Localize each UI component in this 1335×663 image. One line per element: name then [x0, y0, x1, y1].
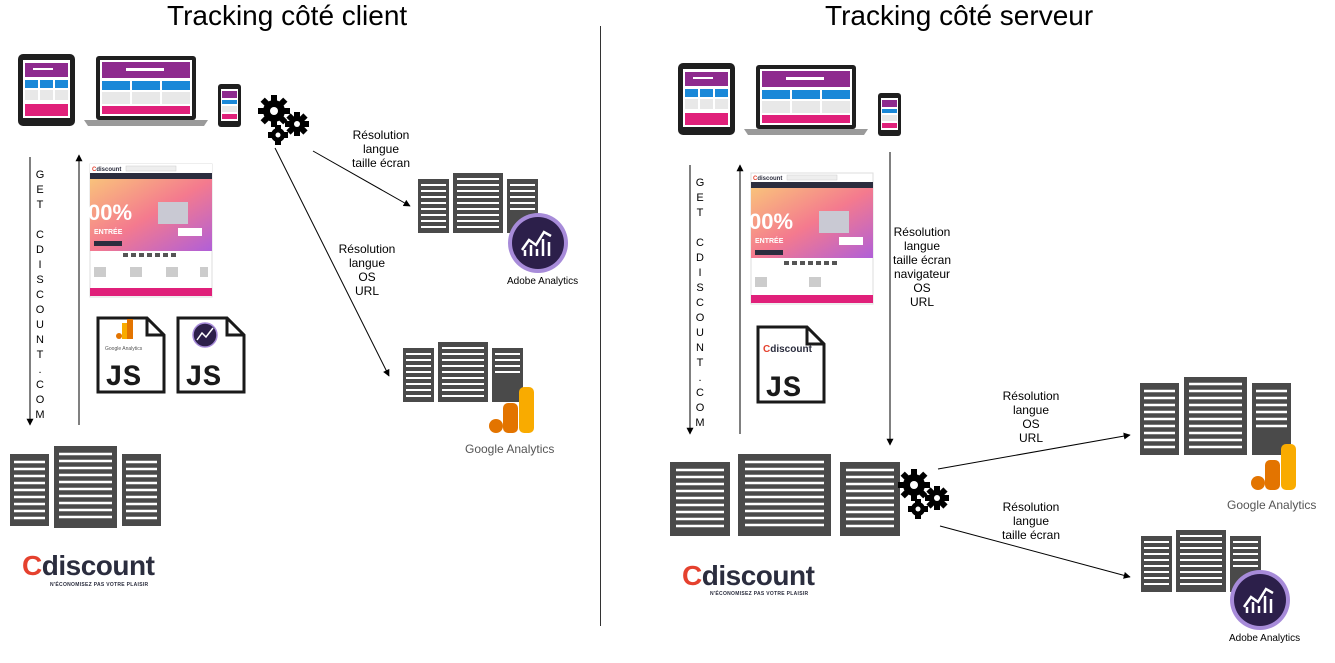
vertical-letter: D	[36, 244, 44, 256]
arrow-label-down-right: Résolution langue taille écran navigateu…	[892, 225, 952, 309]
vertical-letter: T	[696, 357, 704, 369]
brand-tagline-right: N'ÉCONOMISEZ PAS VOTRE PLAISIR	[710, 591, 809, 597]
gears-icon-right	[898, 469, 949, 519]
svg-text:Cdiscount: Cdiscount	[753, 176, 782, 182]
arrow-label-adobe-left: Résolution langue taille écran	[351, 128, 411, 170]
left-title: Tracking côté client	[167, 0, 408, 31]
vertical-letter: N	[36, 334, 44, 346]
vertical-letter	[32, 213, 48, 228]
svg-text:Google Analytics: Google Analytics	[105, 346, 143, 352]
vertical-letter	[692, 221, 708, 236]
vertical-letter: C	[696, 387, 704, 399]
adobe-js-file-icon: JS	[176, 316, 246, 395]
vertical-letter: O	[695, 312, 705, 324]
server-icon-right	[670, 454, 900, 536]
svg-text:ENTRÉE: ENTRÉE	[94, 227, 123, 236]
section-divider	[600, 26, 601, 626]
device-group-right	[678, 63, 901, 136]
vertical-letter: C	[696, 297, 704, 309]
vertical-letter: D	[696, 252, 704, 264]
vertical-letter: U	[696, 327, 704, 339]
google-server-left	[403, 342, 523, 402]
arrow-to-google-left	[274, 147, 390, 377]
laptop-icon	[84, 56, 208, 126]
vertical-letter: S	[36, 274, 44, 286]
vertical-letter: T	[36, 349, 44, 361]
vertical-letter: C	[36, 379, 44, 391]
svg-text:00%: 00%	[749, 209, 793, 234]
vertical-letter: S	[696, 282, 704, 294]
google-server-right	[1140, 377, 1291, 455]
vertical-letter: O	[35, 394, 45, 406]
website-screenshot-left: Cdiscount 00% ENTRÉE	[88, 163, 213, 298]
vertical-letter: N	[696, 342, 704, 354]
vertical-letter: G	[35, 169, 45, 181]
arrow-to-adobe-right	[939, 525, 1131, 579]
svg-text:00%: 00%	[88, 200, 132, 225]
js-files-left: Google Analytics JS JS	[96, 316, 246, 395]
arrow-label-adobe-right: Résolution langue taille écran	[1001, 500, 1061, 542]
vertical-letter: .	[698, 372, 702, 384]
tablet-icon	[678, 63, 735, 135]
svg-text:JS: JS	[185, 361, 221, 395]
right-title: Tracking côté serveur	[825, 0, 1094, 31]
vertical-letter: T	[36, 199, 44, 211]
vertical-letter: C	[696, 237, 704, 249]
vertical-letter: O	[695, 402, 705, 414]
phone-icon	[878, 93, 901, 136]
vertical-letter: T	[696, 207, 704, 219]
adobe-caption-left: Adobe Analytics	[507, 276, 579, 287]
arrow-to-adobe-left	[312, 150, 411, 207]
svg-text:Cdiscount: Cdiscount	[763, 344, 813, 355]
cdiscount-logo-right: Cdiscount	[682, 560, 815, 592]
vertical-letter: U	[36, 319, 44, 331]
vertical-letter: O	[35, 304, 45, 316]
svg-text:JS: JS	[765, 372, 801, 406]
adobe-analytics-icon-right	[1230, 570, 1290, 630]
adobe-analytics-icon-left	[508, 213, 568, 273]
vertical-letter: C	[36, 289, 44, 301]
gears-icon-left	[258, 95, 309, 145]
website-screenshot-right: Cdiscount 00% ENTRÉE	[749, 172, 874, 305]
google-caption-right: Google Analytics	[1227, 498, 1317, 512]
vertical-letter: I	[38, 259, 42, 271]
vertical-letter: I	[698, 267, 702, 279]
brand-initial: C	[22, 550, 42, 581]
svg-text:Cdiscount: Cdiscount	[92, 167, 121, 173]
vertical-letter: M	[35, 409, 45, 421]
vertical-letter: .	[38, 364, 42, 376]
arrow-to-google-right	[937, 432, 1131, 470]
server-icon-left	[10, 446, 161, 528]
cdiscount-js-file-icon: Cdiscount JS	[756, 325, 826, 406]
svg-text:JS: JS	[105, 361, 141, 395]
tablet-icon	[18, 54, 75, 126]
vertical-letter: C	[36, 229, 44, 241]
brand-rest: discount	[41, 550, 155, 581]
device-group-left	[18, 54, 241, 127]
google-analytics-icon-left	[489, 387, 534, 433]
laptop-icon	[744, 65, 868, 135]
vertical-letter: M	[695, 417, 705, 429]
ga-js-file-icon: Google Analytics JS	[96, 316, 166, 395]
google-analytics-icon-right	[1251, 444, 1296, 490]
svg-text:ENTRÉE: ENTRÉE	[755, 236, 784, 245]
phone-icon	[218, 84, 241, 127]
cdiscount-logo-left: Cdiscount	[22, 550, 155, 582]
brand-tagline-left: N'ÉCONOMISEZ PAS VOTRE PLAISIR	[50, 582, 149, 588]
adobe-caption-right: Adobe Analytics	[1229, 633, 1301, 644]
arrow-label-google-right: Résolution langue OS URL	[1002, 389, 1060, 445]
vertical-letter: G	[695, 177, 705, 189]
brand-initial: C	[682, 560, 702, 591]
google-caption-left: Google Analytics	[465, 442, 555, 456]
vertical-letter: E	[696, 192, 704, 204]
vertical-letter: E	[36, 184, 44, 196]
brand-rest: discount	[701, 560, 815, 591]
adobe-server-right	[1141, 530, 1261, 592]
arrow-label-google-left: Résolution langue OS URL	[338, 242, 396, 298]
